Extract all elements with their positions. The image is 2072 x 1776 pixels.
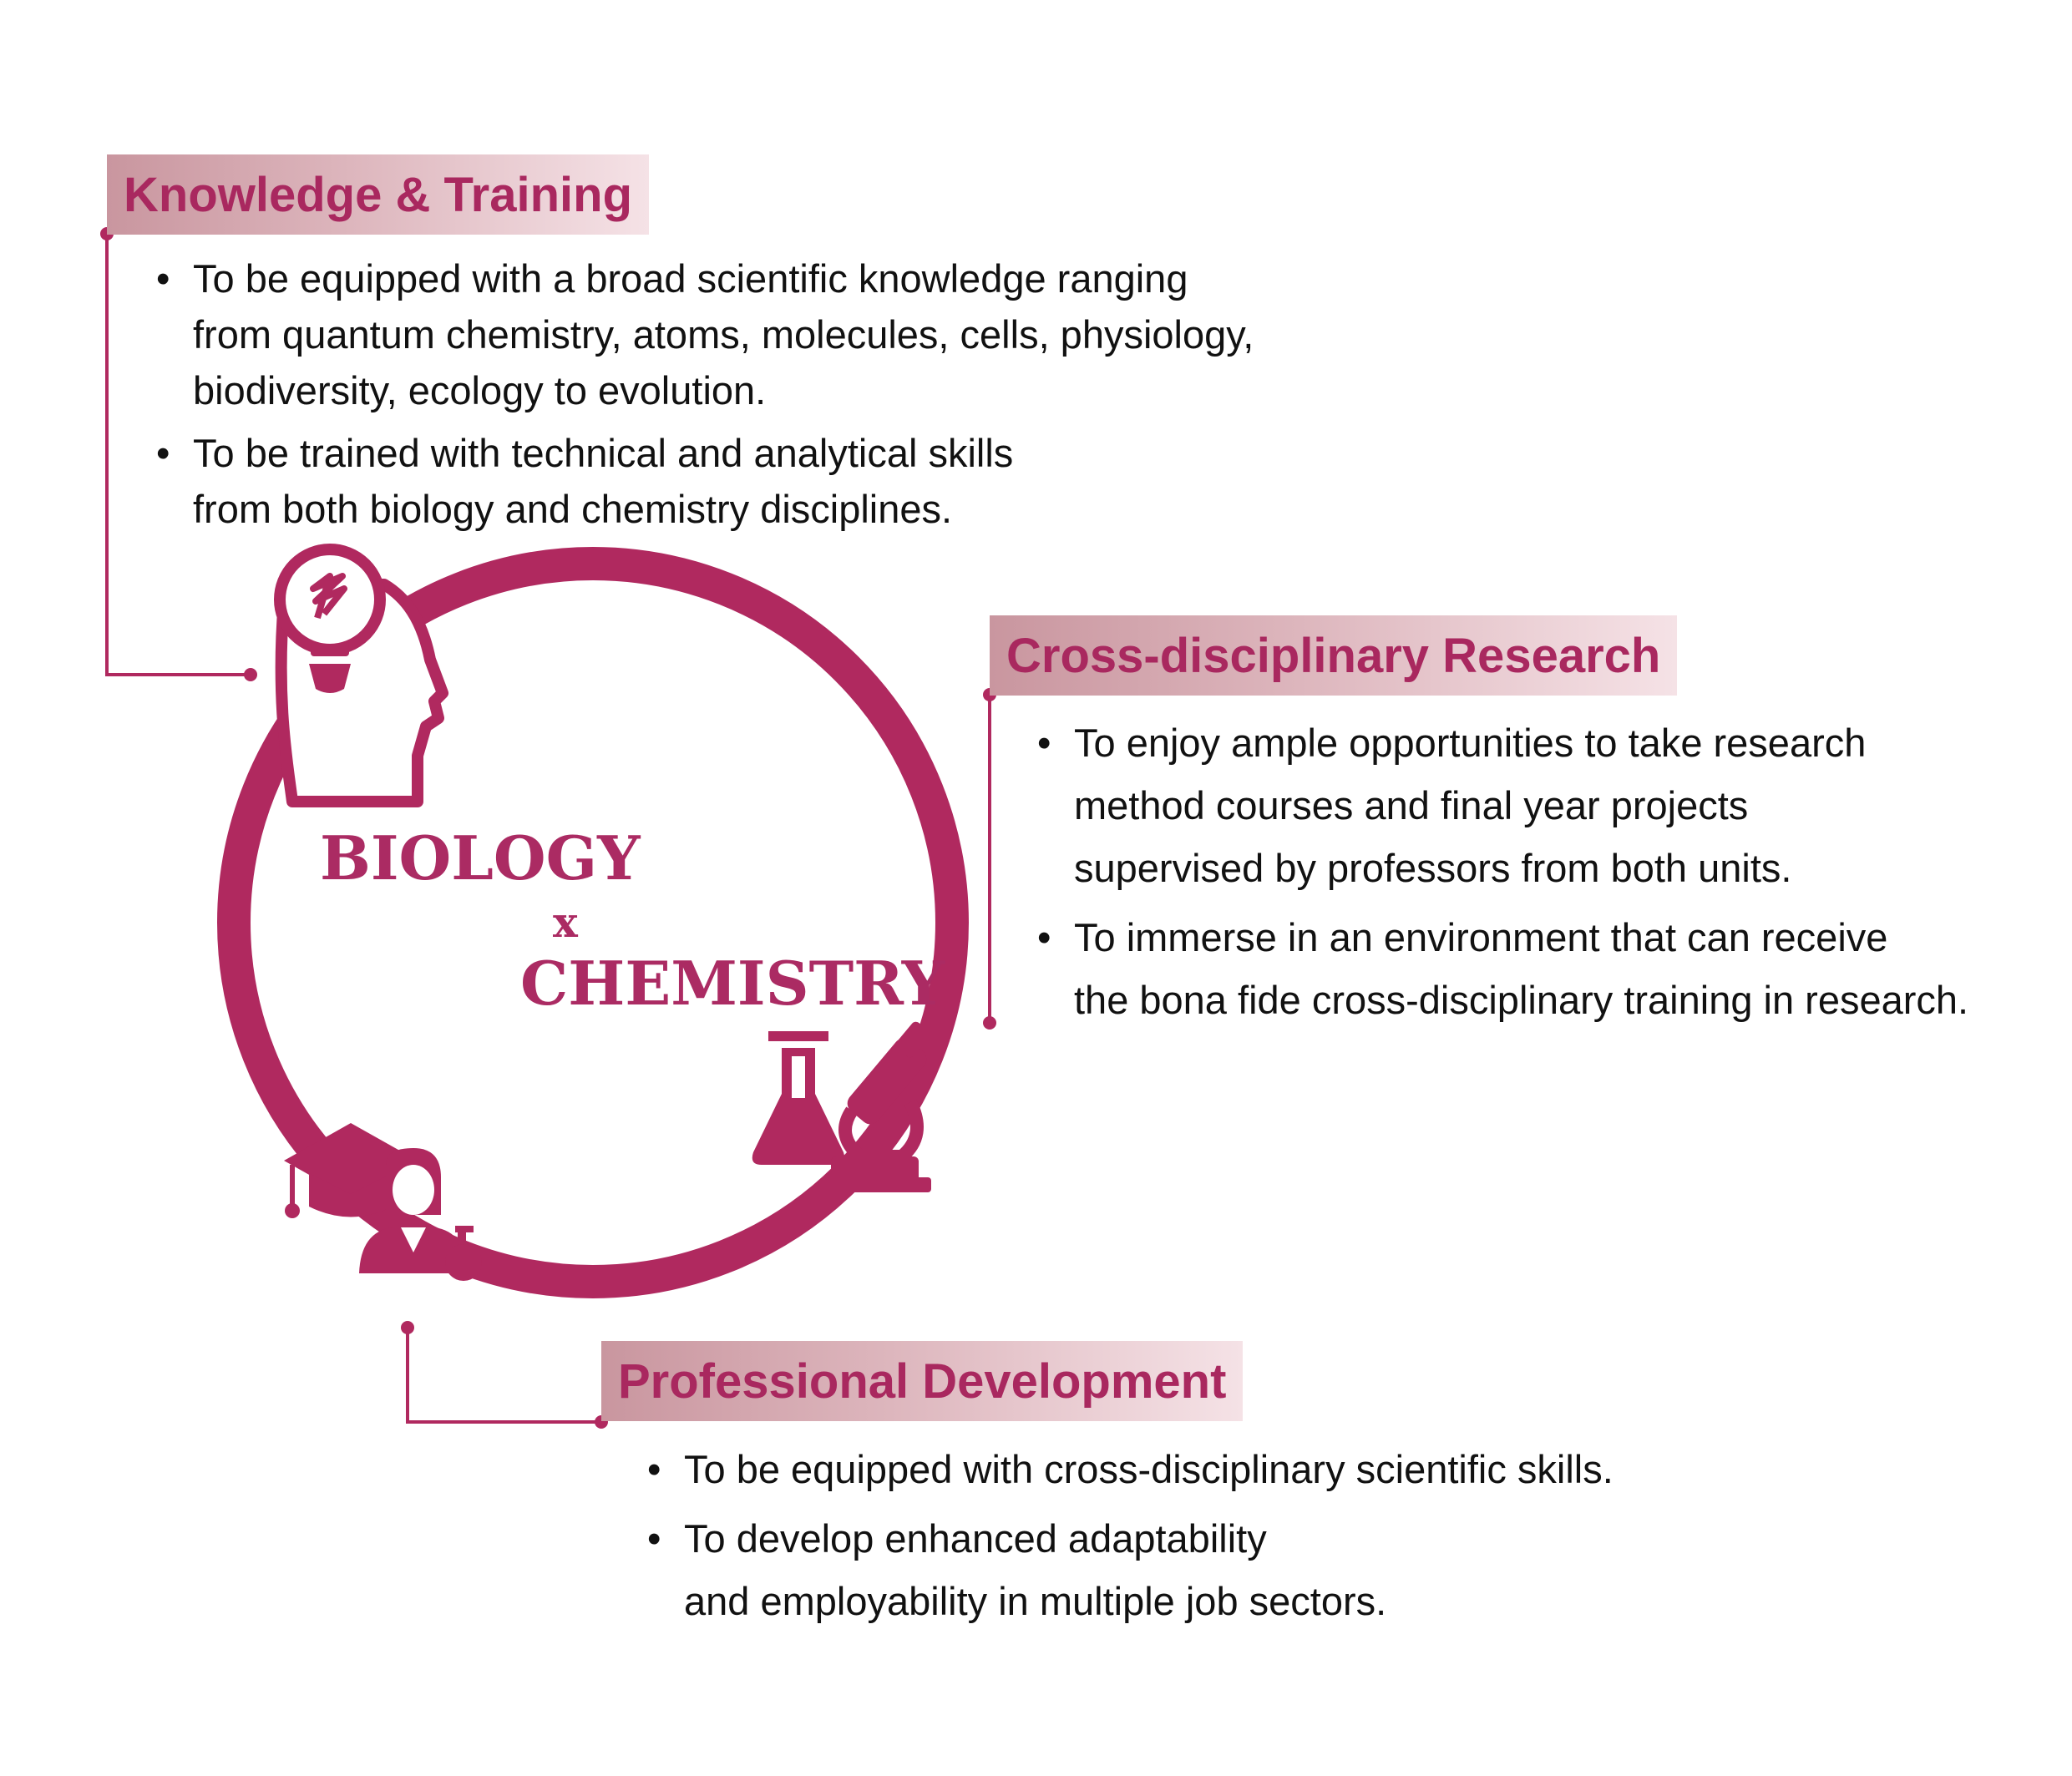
research-heading: Cross-disciplinary Research	[990, 615, 1678, 696]
research-bullet-list: To enjoy ample opportunities to take res…	[1037, 711, 1968, 1038]
connector-knowledge	[105, 234, 251, 676]
connector-professional-dot-top	[401, 1321, 414, 1334]
professional-bullet-1: To be equipped with cross-disciplinary s…	[647, 1438, 1614, 1500]
knowledge-bullet-list: To be equipped with a broad scientific k…	[156, 250, 1254, 544]
professional-bullet-2: To develop enhanced adaptability and emp…	[647, 1507, 1614, 1632]
connector-research-dot-bottom	[983, 1016, 996, 1030]
research-bullet-1: To enjoy ample opportunities to take res…	[1037, 711, 1968, 899]
knowledge-heading: Knowledge & Training	[107, 154, 650, 235]
professional-bullet-list: To be equipped with cross-disciplinary s…	[647, 1438, 1614, 1639]
knowledge-bullet-1: To be equipped with a broad scientific k…	[156, 250, 1254, 418]
center-title-x: x	[553, 898, 578, 947]
research-bullet-2: To immerse in an environment that can re…	[1037, 906, 1968, 1031]
head-lightbulb-icon	[274, 544, 448, 807]
professional-heading: Professional Development	[601, 1341, 1244, 1421]
knowledge-heading-label: Knowledge & Training	[124, 167, 633, 222]
knowledge-bullet-2: To be trained with technical and analyti…	[156, 425, 1254, 537]
professional-heading-label: Professional Development	[618, 1354, 1227, 1409]
research-heading-label: Cross-disciplinary Research	[1006, 628, 1661, 683]
connector-knowledge-dot-end	[244, 668, 257, 681]
connector-professional	[406, 1328, 601, 1424]
center-title-biology: BIOLOGY	[320, 822, 641, 893]
flask-microscope-icon	[752, 1021, 931, 1192]
center-title-chemistry: CHEMISTRY	[520, 948, 945, 1019]
graduate-scientist-icon	[284, 1123, 482, 1281]
central-ring	[217, 547, 969, 1298]
